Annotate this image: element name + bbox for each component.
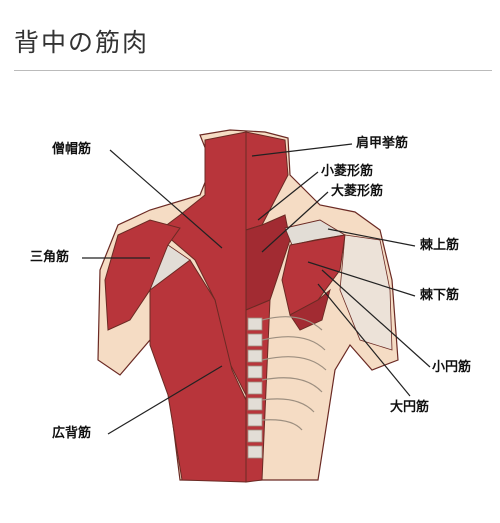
label-supraspinatus: 棘上筋 xyxy=(420,238,460,253)
scapula-region xyxy=(149,244,191,292)
title-divider xyxy=(14,70,492,71)
label-trapezius: 僧帽筋 xyxy=(52,142,92,157)
label-teres-minor: 小円筋 xyxy=(432,360,472,375)
leader-lines xyxy=(82,143,431,435)
label-levator-scapulae: 肩甲挙筋 xyxy=(356,136,409,151)
label-rhomboid-minor: 小菱形筋 xyxy=(321,164,374,179)
spine xyxy=(247,317,263,459)
teres-muscles xyxy=(289,288,331,331)
label-infraspinatus: 棘下筋 xyxy=(420,288,460,303)
page-title: 背中の筋肉 xyxy=(14,27,150,57)
rib-cage xyxy=(261,316,327,431)
label-rhomboid-major: 大菱形筋 xyxy=(331,184,384,199)
label-teres-major: 大円筋 xyxy=(390,400,430,415)
label-latissimus-dorsi: 広背筋 xyxy=(52,426,92,441)
label-deltoid: 三角筋 xyxy=(30,250,70,265)
